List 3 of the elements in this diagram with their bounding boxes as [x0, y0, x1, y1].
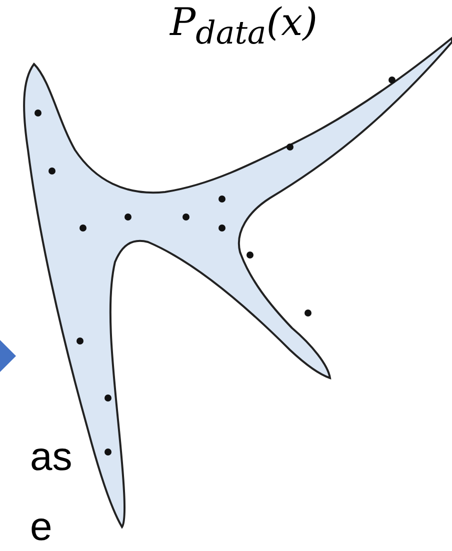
text-fragment: as — [30, 435, 72, 480]
formula-label: P$_{data}$(x) — [170, 0, 318, 52]
text-fragment: e — [30, 505, 52, 550]
